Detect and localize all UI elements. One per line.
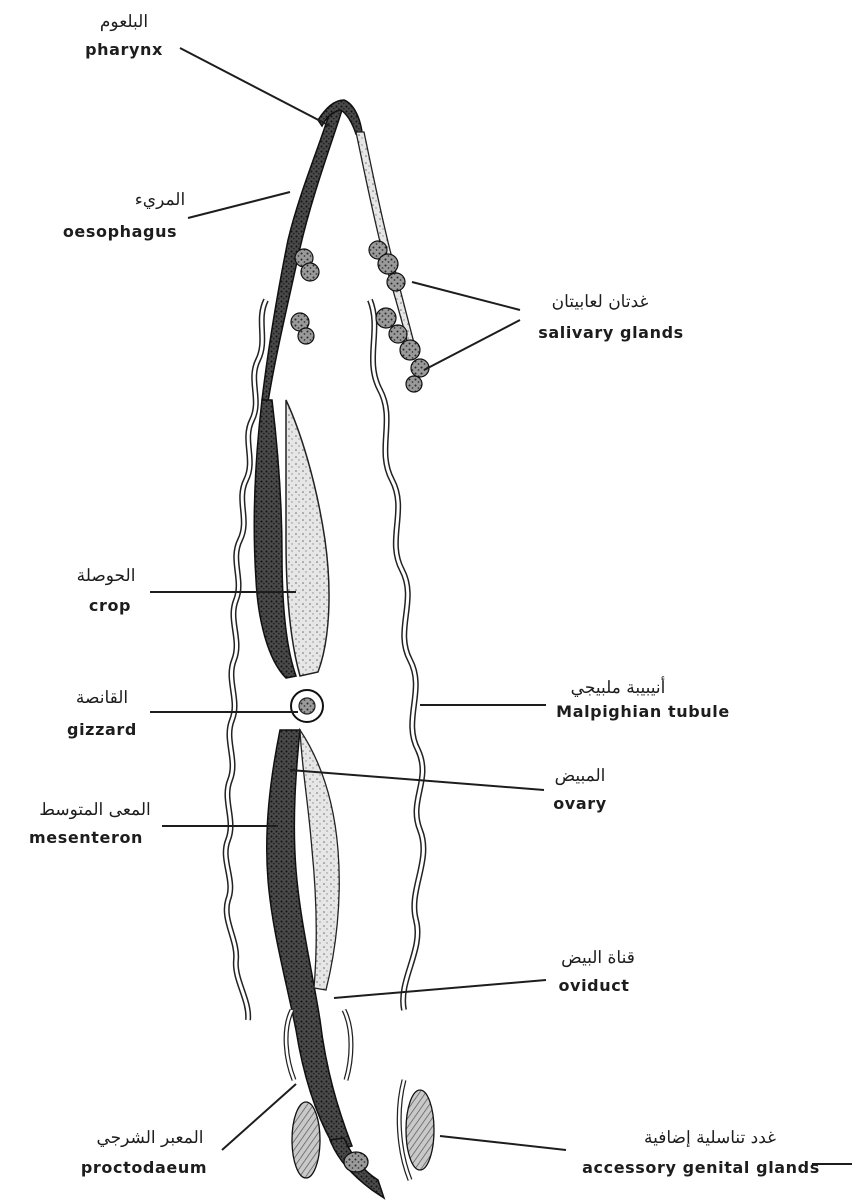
label-ovary-en: ovary — [540, 796, 620, 812]
label-accessory-genital-glands-en: accessory genital glands — [566, 1160, 836, 1176]
label-crop-en: crop — [70, 598, 150, 614]
salivary-glands-shape — [291, 241, 429, 392]
label-salivary-glands-ar: غدتان لعابيتان — [520, 294, 680, 311]
label-mesenteron-ar: المعى المتوسط — [30, 802, 160, 819]
label-oviduct-en: oviduct — [544, 978, 644, 994]
label-mesenteron-en: mesenteron — [16, 830, 156, 846]
malpighian-tubule-left — [226, 300, 266, 1020]
leader-lines — [150, 48, 852, 1164]
label-salivary-glands-en: salivary glands — [526, 325, 696, 341]
label-proctodaeum-en: proctodaeum — [64, 1160, 224, 1176]
label-accessory-genital-glands-ar: غدد تناسلية إضافية — [600, 1130, 820, 1147]
label-pharynx-ar: البلعوم — [84, 14, 164, 31]
label-pharynx-en: pharynx — [74, 42, 174, 58]
label-malpighian-tubule-en: Malpighian tubule — [548, 704, 738, 720]
label-oesophagus-en: oesophagus — [50, 224, 190, 240]
label-malpighian-tubule-ar: أنيبيبة ملبيجي — [548, 680, 688, 697]
label-gizzard-ar: القانصة — [52, 690, 152, 707]
label-oesophagus-ar: المريء — [120, 192, 200, 209]
crop-shape-light — [286, 400, 329, 676]
label-gizzard-en: gizzard — [52, 722, 152, 738]
label-proctodaeum-ar: المعبر الشرجي — [80, 1130, 220, 1147]
label-oviduct-ar: قناة البيض — [548, 950, 648, 967]
label-crop-ar: الحوصلة — [56, 568, 156, 585]
label-ovary-ar: المبيض — [540, 768, 620, 785]
